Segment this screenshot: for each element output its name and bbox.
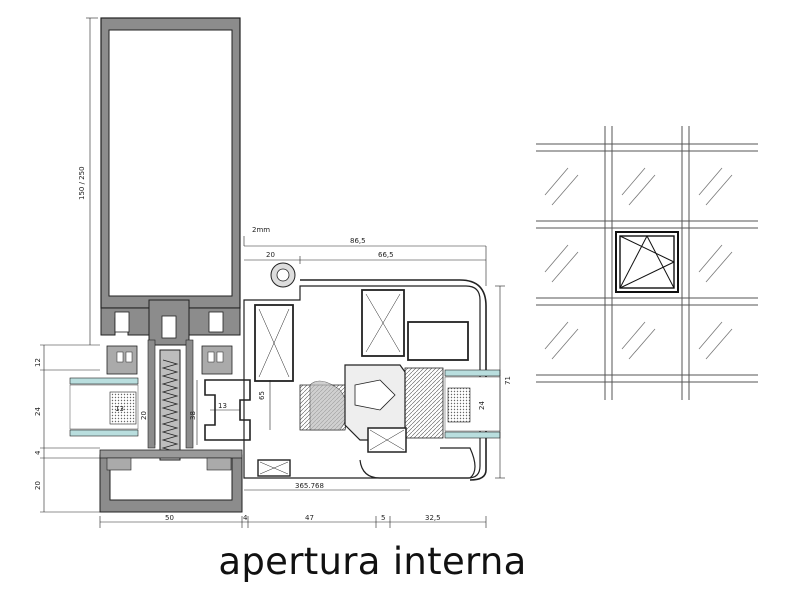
dim-right-height: 71 <box>504 376 512 385</box>
sash-frame-profile <box>204 262 501 481</box>
dim-overall-width: 86,5 <box>350 237 366 245</box>
mullion-profile <box>69 17 243 513</box>
dim-profile-code: 365.768 <box>295 482 324 490</box>
dim-bottom-47: 47 <box>305 514 314 522</box>
dim-bottom-5: 5 <box>381 514 385 522</box>
dim-glass-top: 12 <box>34 358 42 367</box>
dimension-labels: 150 / 250 2mm 86,5 20 66,5 12 24 13 20 3… <box>34 166 512 522</box>
dim-gap: 2mm <box>252 226 270 234</box>
dim-glass-pack-left: 24 <box>34 407 42 416</box>
dim-glass-spacer-left: 13 <box>115 405 124 413</box>
dim-sash-width: 66,5 <box>378 251 394 259</box>
dim-frame-height: 65 <box>258 391 266 400</box>
dim-depth-13: 13 <box>218 402 227 410</box>
dim-clip-width: 20 <box>140 411 148 420</box>
opening-window-symbol <box>615 231 679 293</box>
dim-base-width: 50 <box>165 514 174 522</box>
dim-bottom-32: 32,5 <box>425 514 441 522</box>
caption: apertura interna <box>218 540 527 583</box>
dim-offset-left: 20 <box>266 251 275 259</box>
dim-bottom-gap: 4 <box>34 450 42 455</box>
dim-base-height: 20 <box>34 481 42 490</box>
dimension-lines <box>40 17 505 528</box>
dim-mullion-depth: 150 / 250 <box>78 166 86 200</box>
facade-elevation <box>536 126 758 400</box>
dim-clip-height: 38 <box>189 411 197 420</box>
dim-glass-right: 24 <box>478 401 486 410</box>
dim-bottom-4: 4 <box>243 514 248 522</box>
